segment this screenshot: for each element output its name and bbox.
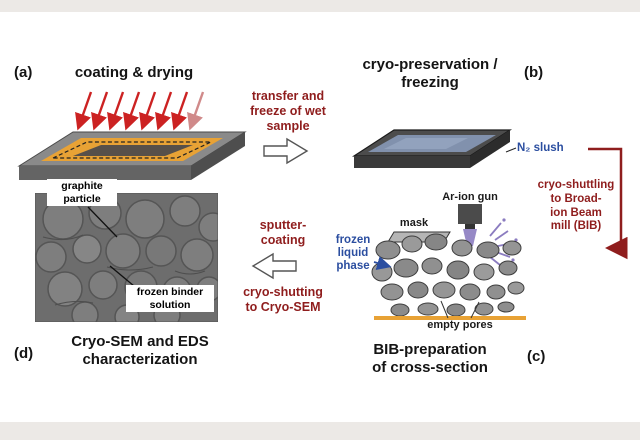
transfer-a-b-label: transfer and freeze of wet sample [250, 89, 326, 133]
tray-front-wall [354, 156, 470, 168]
ar-ion-gun-body [458, 204, 482, 224]
bottom-letterbox [0, 422, 640, 440]
frozen-binder-label: frozen binder solution [126, 285, 214, 313]
n2-slush-label: N₂ slush [517, 142, 564, 154]
panel-c-title: BIB-preparation of cross-section [372, 341, 488, 376]
transfer-c-d-bottom-label: cryo-shutting to Cryo-SEM [243, 285, 323, 314]
spark-dot [502, 218, 506, 222]
panel-d-title: Cryo-SEM and EDS characterization [71, 333, 209, 368]
panel-b-label: (b) [524, 64, 544, 81]
substrate-side-face [191, 132, 245, 180]
panel-d-label: (d) [14, 345, 34, 362]
panel-a-label: (a) [14, 64, 33, 81]
transfer-arrow-right-icon [263, 137, 309, 165]
mask-label: mask [399, 217, 429, 229]
transfer-c-d-top-label: sputter- coating [259, 218, 307, 247]
ar-ion-gun-label: Ar-ion gun [442, 191, 498, 203]
gun-nozzle [465, 224, 475, 229]
spark-dot [514, 238, 518, 242]
top-letterbox [0, 0, 640, 12]
transfer-arrow-left-icon [251, 252, 297, 280]
panel-c-label: (c) [527, 348, 546, 365]
slush-highlight [384, 138, 468, 149]
transfer-b-c-label: cryo-shuttling to Broad- ion Beam mill (… [537, 179, 615, 233]
panel-b-title: cryo-preservation / freezing [362, 56, 498, 91]
freezing-tray-illustration [351, 129, 513, 168]
tray-side-wall [470, 130, 510, 168]
graphite-particle-label: graphite particle [47, 179, 117, 207]
frozen-particles [371, 233, 525, 317]
drying-arrows [75, 91, 189, 131]
substrate-line [374, 316, 526, 320]
panel-a-title: coating & drying [74, 64, 194, 81]
empty-pores-label: empty pores [427, 319, 493, 331]
coating-illustration [17, 91, 247, 180]
substrate-front-face [19, 166, 191, 180]
drying-arrow-faded [187, 91, 205, 131]
spark-dot [511, 258, 515, 262]
frozen-liquid-phase-label: frozen liquid phase [335, 234, 371, 273]
bib-illustration [371, 204, 526, 320]
wet-film [73, 145, 193, 156]
